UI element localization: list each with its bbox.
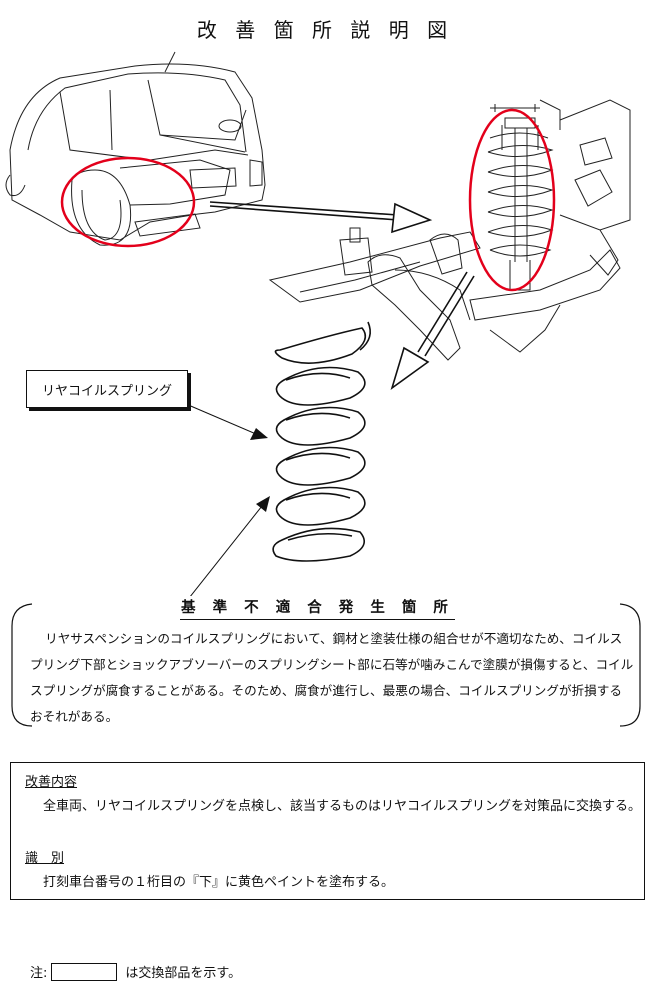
car-drawing — [5, 51, 266, 246]
suspension-drawing — [268, 99, 631, 361]
arrow-suspension-to-spring — [390, 271, 475, 391]
replacement-part-legend-box — [51, 962, 118, 981]
note-suffix: は交換部品を示す。 — [125, 966, 242, 981]
arrow-car-to-suspension — [209, 201, 433, 234]
illustration — [5, 51, 631, 600]
identification-text: 打刻車台番号の１桁目の『下』に黄色ペイントを塗布する。 — [43, 875, 395, 890]
footnote: 注: は交換部品を示す。 — [30, 962, 241, 981]
defect-heading: 基 準 不 適 合 発 生 箇 所 — [180, 596, 455, 620]
leader-lines — [185, 403, 270, 600]
coil-spring-highlight — [468, 108, 556, 292]
defect-section: 基 準 不 適 合 発 生 箇 所 リヤサスペンションのコイルスプリングにおいて… — [10, 596, 642, 728]
car-wheel-highlight — [60, 156, 196, 248]
defect-frame — [11, 603, 641, 727]
coil-spring-enlarged — [272, 321, 371, 562]
identification-label: 識 別 — [25, 851, 65, 866]
note-prefix: 注: — [30, 966, 48, 981]
defect-description: リヤサスペンションのコイルスプリングにおいて、鋼材と塗装仕様の組合せが不適切なた… — [30, 631, 634, 724]
page-title: 改 善 箇 所 説 明 図 — [196, 18, 454, 42]
improvement-text: 全車両、リヤコイルスプリングを点検し、該当するものはリヤコイルスプリングを対策品… — [43, 799, 642, 814]
rear-coil-spring-callout: リヤコイルスプリング — [26, 370, 188, 408]
measures-box: 改善内容 全車両、リヤコイルスプリングを点検し、該当するものはリヤコイルスプリン… — [10, 762, 645, 900]
improvement-label: 改善内容 — [25, 775, 78, 790]
